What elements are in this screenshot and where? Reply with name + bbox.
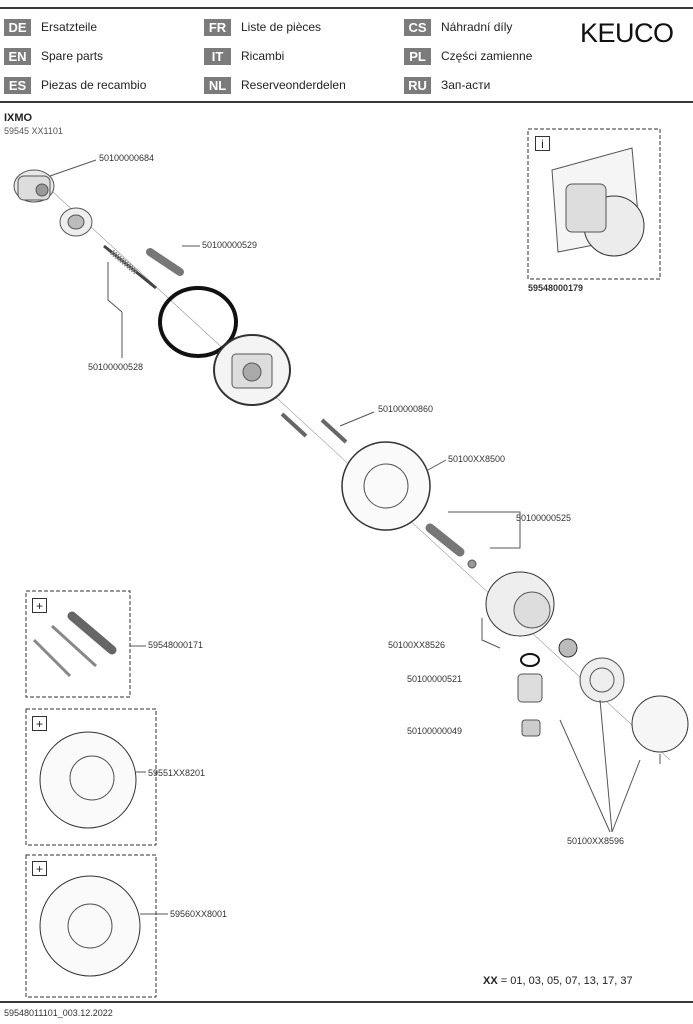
footer-rule [0,1001,693,1003]
part-number: 50100000860 [378,404,434,414]
mounting-plate-part [213,334,291,406]
lang-code: FR [204,18,231,36]
lang-text: Reserveonderdelen [241,78,346,92]
plus-icon: + [32,861,47,876]
insert-part [517,673,543,703]
seal-part [520,653,540,667]
sleeve-part [59,207,93,237]
knob-part [631,695,689,764]
variant-values: 01, 03, 05, 07, 13, 17, 37 [510,975,633,987]
lang-code: DE [4,18,31,36]
o-ring-part [158,286,238,358]
lang-text: Liste de pièces [241,20,322,34]
lang-it: IT Ricambi [204,46,284,66]
lang-code: ES [4,76,31,94]
part-number: 50100000529 [202,240,258,250]
inset-part-number: 59548000179 [528,283,584,293]
handle-body-part [485,571,555,637]
lang-code: NL [204,76,231,94]
screw-part [280,412,308,438]
screw-part [320,418,348,444]
part-number: 50100000684 [99,153,155,163]
part-number: 50100000525 [516,513,572,523]
model-name: IXMO [4,112,33,124]
plus-icon: + [32,598,47,613]
lang-de: DE Ersatzteile [4,17,97,37]
lang-text: Ricambi [241,49,285,63]
part-number: 59551XX8201 [148,768,206,778]
info-icon: i [535,136,550,151]
lang-code: CS [404,18,431,36]
spring-part [558,638,578,658]
part-number: 50100XX8500 [448,454,506,464]
lang-cs: CS Náhradní díly [404,17,512,37]
part-number: 50100XX8596 [567,836,625,846]
accessory-frame-1 [25,590,131,698]
spring-rod-part [103,244,157,290]
cartridge-part [13,169,55,203]
knob-ring-part [579,657,625,703]
lang-code: IT [204,47,231,65]
plus-icon: + [32,716,47,731]
lang-code: PL [404,47,431,65]
part-number: 50100000521 [407,674,463,684]
part-number: 59560XX8001 [170,909,228,919]
document-footer: 59548011101_003.12.2022 [4,1008,113,1018]
lang-ru: RU Зап-асти [404,75,490,95]
lang-en: EN Spare parts [4,46,103,66]
brand-logo: KEUCO [580,18,674,48]
lang-code: EN [4,47,31,65]
variant-label: XX [483,975,498,987]
inset-valve-assembly [551,147,645,257]
variant-equals: = [500,975,508,987]
lang-text: Зап-асти [441,78,491,92]
part-number: 50100XX8526 [388,640,446,650]
lang-nl: NL Reserveonderdelen [204,75,346,95]
variant-codes: XX = 01, 03, 05, 07, 13, 17, 37 [483,975,633,987]
lang-text: Spare parts [41,49,104,63]
accessory-frame-3 [25,854,157,998]
bolt-part [146,245,200,276]
cap-part [521,719,541,737]
rosette-part [341,441,431,531]
header-rule [0,101,693,103]
lang-text: Ersatzteile [41,20,98,34]
part-number: 50100000528 [88,362,144,372]
model-code: 59545 XX1101 [4,126,63,136]
accessory-frame-2 [25,708,157,846]
lang-fr: FR Liste de pièces [204,17,321,37]
part-number: 59548000171 [148,640,204,650]
lang-pl: PL Części zamienne [404,46,532,66]
part-number: 50100000049 [407,726,463,736]
extension-rods-part [32,611,117,678]
lang-es: ES Piezas de recambio [4,75,146,95]
rosette-flat-part [39,875,141,977]
lang-text: Piezas de recambio [41,78,147,92]
rosette-thick-part [39,731,137,829]
lang-text: Części zamienne [441,49,533,63]
lang-code: RU [404,76,431,94]
lang-text: Náhradní díly [441,20,513,34]
top-rule [0,7,693,9]
spindle-part [425,511,521,557]
inset-frame [527,128,661,280]
